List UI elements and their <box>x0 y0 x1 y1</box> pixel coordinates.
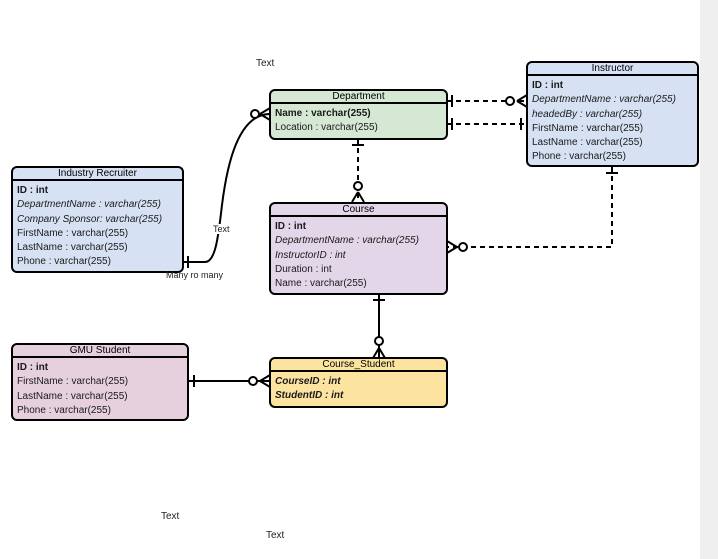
entity-title: GMU Student <box>13 345 187 358</box>
rel-recruiter-department <box>183 113 271 263</box>
entity-attribute: InstructorID : int <box>275 249 346 261</box>
entity-attribute: Phone : varchar(255) <box>532 151 626 163</box>
entity-attribute: ID : int <box>275 221 307 232</box>
entity-title: Industry Recruiter <box>13 168 182 181</box>
entity-attribute: StudentID : int <box>275 390 344 402</box>
text-label-bottom-right[interactable]: Text <box>266 530 285 541</box>
entity-title: Course_Student <box>271 359 446 372</box>
text-label-top[interactable]: Text <box>256 58 275 69</box>
entity-attribute: Phone : varchar(255) <box>17 256 111 268</box>
entity-attribute: Name : varchar(255) <box>275 108 371 119</box>
entity-attribute: Phone : varchar(255) <box>17 404 111 416</box>
entity-attribute: LastName : varchar(255) <box>532 137 643 149</box>
entity-attribute: headedBy : varchar(255) <box>532 108 643 120</box>
entity-attribute: DepartmentName : varchar(255) <box>17 199 161 211</box>
entity-title: Instructor <box>528 63 697 76</box>
entity-title: Department <box>271 91 446 104</box>
entity-attribute: ID : int <box>17 185 49 196</box>
text-label-bottom-left[interactable]: Text <box>161 511 180 522</box>
entity-attribute: Company Sponsor: varchar(255) <box>17 213 163 225</box>
rel-instructor-course <box>447 167 613 248</box>
entity-attribute: LastName : varchar(255) <box>17 242 128 254</box>
entity-attribute: DepartmentName : varchar(255) <box>532 94 676 106</box>
entity-attribute: CourseID : int <box>275 376 341 387</box>
entity-title: Course <box>271 204 446 217</box>
entity-attribute: DepartmentName : varchar(255) <box>275 235 419 247</box>
entity-attribute: FirstName : varchar(255) <box>532 122 644 134</box>
entity-attribute: Duration : int <box>275 263 332 275</box>
attribute-list: Name : varchar(255) Location : varchar(25… <box>271 104 446 136</box>
entity-attribute: Location : varchar(255) <box>275 122 378 134</box>
entity-department[interactable]: Department Name : varchar(255) Location :… <box>269 89 448 140</box>
entity-attribute: FirstName : varchar(255) <box>17 227 129 239</box>
relationship-text-label[interactable]: Text <box>212 224 231 234</box>
many-to-many-label[interactable]: Many ro many <box>166 270 224 280</box>
entity-attribute: LastName : varchar(255) <box>17 390 128 402</box>
entity-attribute: ID : int <box>532 80 564 91</box>
entity-attribute: Name : varchar(255) <box>275 278 367 290</box>
canvas-scrollbar-area <box>700 0 718 559</box>
entity-attribute: FirstName : varchar(255) <box>17 376 129 388</box>
entity-attribute: ID : int <box>17 362 49 373</box>
